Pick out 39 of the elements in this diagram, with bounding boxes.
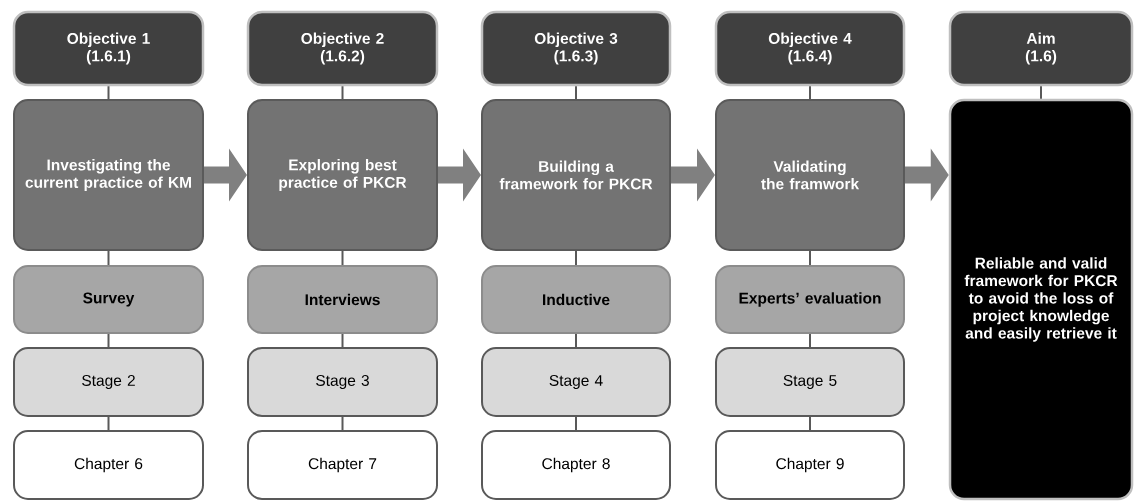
stage-box: Stage 3 (247, 347, 438, 417)
connector-line (809, 333, 811, 348)
connector-line (107, 333, 110, 348)
connector-line (809, 85, 811, 100)
task-box: Validating the framwork (715, 99, 905, 251)
connector-line (107, 85, 110, 100)
connector-line (1040, 85, 1042, 100)
method-box: Survey (13, 265, 204, 334)
chapter-box: Chapter 7 (247, 430, 438, 500)
aim-box: Reliable and valid framework for PKCR to avoid the loss of project knowledge and easily retrieve it (948, 98, 1134, 501)
method-box: Interviews (247, 265, 438, 334)
objective-box: Objective 3 (1.6.3) (480, 10, 672, 87)
objective-box: Aim (1.6) (948, 10, 1134, 87)
stage-box: Stage 4 (481, 347, 671, 417)
connector-line (107, 416, 110, 431)
objective-box: Objective 4 (1.6.4) (714, 10, 906, 87)
task-box: Exploring best practice of PKCR (247, 99, 438, 251)
connector-line (575, 85, 577, 100)
stage-box: Stage 2 (13, 347, 204, 417)
chapter-box: Chapter 9 (715, 430, 905, 500)
chapter-box: Chapter 6 (13, 430, 204, 500)
connector-line (341, 333, 344, 348)
objective-box: Objective 1 (1.6.1) (12, 10, 205, 87)
objective-box: Objective 2 (1.6.2) (246, 10, 439, 87)
connector-line (809, 250, 811, 266)
connector-line (575, 333, 577, 348)
task-box: Investigating the current practice of KM (13, 99, 204, 251)
connector-line (575, 416, 577, 431)
connector-line (107, 250, 110, 266)
method-box: Inductive (481, 265, 671, 334)
stage-box: Stage 5 (715, 347, 905, 417)
connector-line (341, 416, 344, 431)
connector-line (809, 416, 811, 431)
chapter-box: Chapter 8 (481, 430, 671, 500)
method-box: Experts’ evaluation (715, 265, 905, 334)
connector-line (341, 250, 344, 266)
connector-line (341, 85, 344, 100)
connector-line (575, 250, 577, 266)
task-box: Building a framework for PKCR (481, 99, 671, 251)
